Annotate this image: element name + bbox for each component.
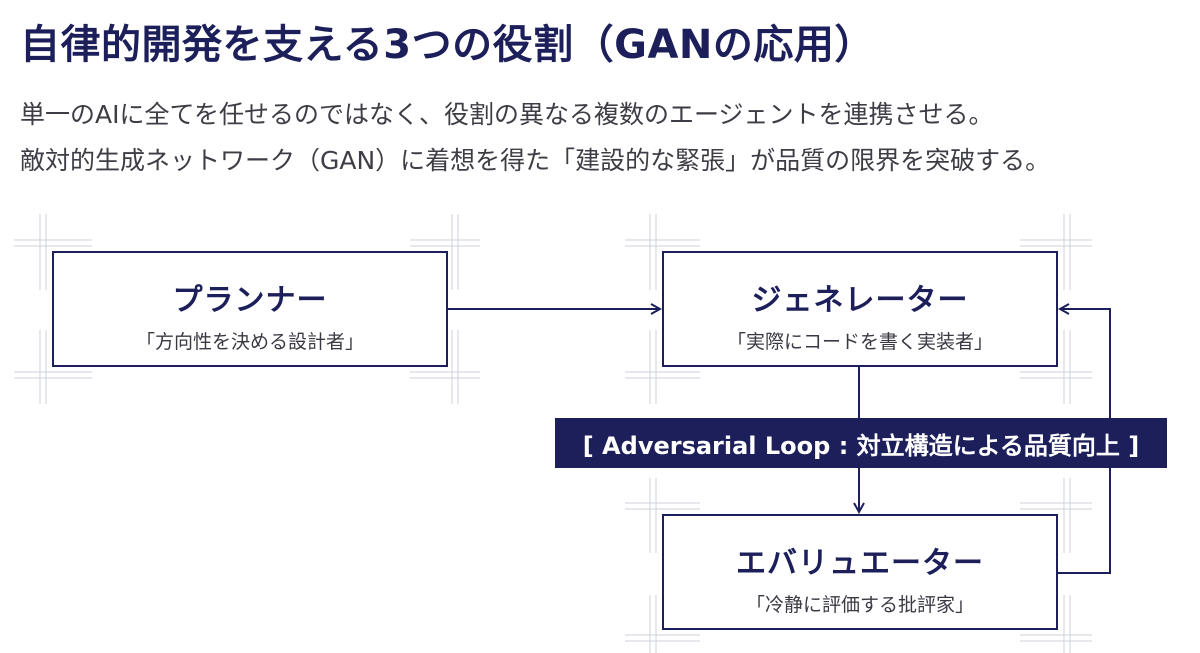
description-line-1: 単一のAIに全てを任せるのではなく、役割の異なる複数のエージェントを連携させる。 [20,100,994,129]
planner-description: 「方向性を決める設計者」 [135,331,364,353]
generator-box: ジェネレーター 「実際にコードを書く実装者」 [662,251,1058,367]
planner-box: プランナー 「方向性を決める設計者」 [52,251,448,367]
evaluator-name: エバリュエーター [736,546,984,581]
generator-name: ジェネレーター [751,283,969,318]
description-line-2: 敵対的生成ネットワーク（GAN）に着想を得た「建設的な緊張」が品質の限界を突破す… [20,146,1051,175]
page-title: 自律的開発を支える3つの役割（GANの応用） [20,22,875,68]
planner-name: プランナー [172,283,328,318]
evaluator-box: エバリュエーター 「冷静に評価する批評家」 [662,514,1058,630]
generator-description: 「実際にコードを書く実装者」 [726,331,993,353]
crosshair-guides [14,214,1092,653]
adversarial-loop-banner: [ Adversarial Loop : 対立構造による品質向上 ] [555,418,1167,468]
evaluator-description: 「冷静に評価する批評家」 [745,594,974,616]
